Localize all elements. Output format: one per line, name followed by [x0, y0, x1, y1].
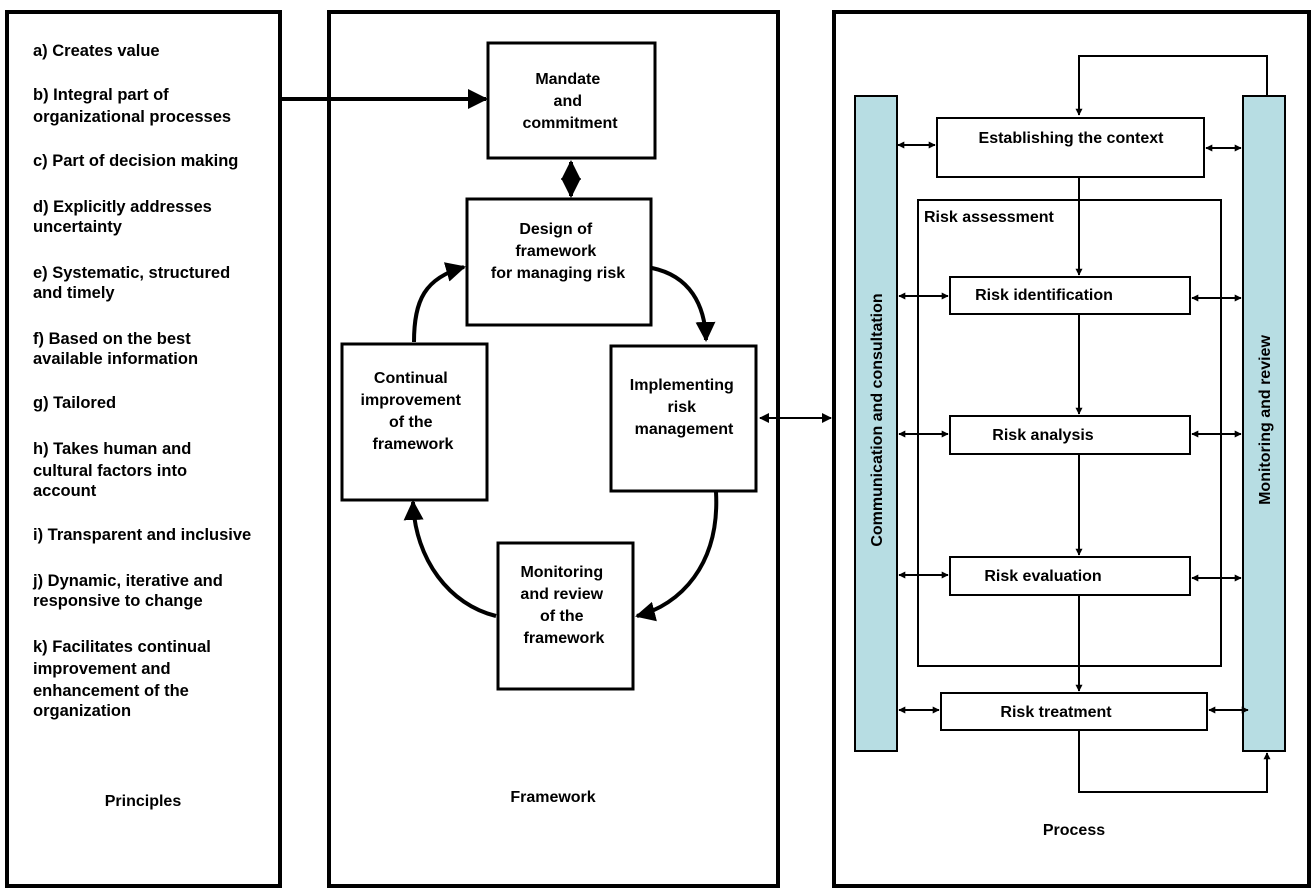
continual-line-3: of the — [389, 414, 433, 431]
monitoring-to-context-loop — [1075, 55, 1268, 116]
monitoring-framework-line-3: of the — [540, 608, 584, 625]
principle-d-line-2: uncertainty — [33, 218, 123, 236]
principle-g-line-1: g) Tailored — [33, 394, 116, 412]
principle-b-line-2: organizational processes — [33, 108, 231, 126]
design-label: Design of framework for managing risk — [491, 221, 625, 282]
continual-improvement-box — [340, 342, 489, 502]
principle-j-line-2: responsive to change — [33, 592, 203, 610]
analysis-box — [949, 415, 1191, 455]
mandate-line-3: commitment — [522, 115, 618, 132]
context-box — [936, 117, 1205, 178]
implementing-box — [609, 344, 758, 493]
principle-j-line-1: j) Dynamic, iterative and — [32, 572, 223, 590]
principles-title: Principles — [105, 793, 182, 810]
continual-improvement-label: Continual improvement of the framework — [361, 370, 466, 453]
principles-panel — [5, 10, 282, 888]
analysis-label: Risk analysis — [992, 427, 1094, 444]
principles-list: a) Creates value b) Integral part of org… — [32, 42, 256, 720]
principle-a-line-1: a) Creates value — [33, 42, 160, 60]
monitoring-framework-box — [496, 541, 635, 691]
mandate-line-1: Mandate — [535, 71, 600, 88]
monitoring-review-bar — [1242, 95, 1286, 752]
mandate-box — [486, 41, 657, 160]
principle-h-line-1: h) Takes human and — [33, 440, 191, 458]
treatment-box — [940, 692, 1208, 731]
monitoring-framework-line-4: framework — [524, 630, 605, 647]
identification-label: Risk identification — [975, 287, 1113, 304]
implementing-line-1: Implementing — [630, 377, 734, 394]
principle-d-line-1: d) Explicitly addresses — [33, 198, 212, 216]
monitoring-framework-line-1: Monitoring — [520, 564, 603, 581]
context-label: Establishing the context — [979, 130, 1165, 147]
design-line-2: framework — [515, 243, 596, 260]
design-line-3: for managing risk — [491, 265, 625, 282]
principle-f-line-1: f) Based on the best — [33, 330, 191, 348]
evaluation-box — [949, 556, 1191, 596]
principle-k-line-2: improvement and — [33, 660, 171, 678]
communication-consultation-label: Communication and consultation — [869, 293, 886, 546]
mandate-line-2: and — [554, 93, 582, 110]
implementing-label: Implementing risk management — [630, 377, 738, 438]
principle-f-line-2: available information — [33, 350, 198, 368]
treatment-label: Risk treatment — [1000, 704, 1112, 721]
principle-k-line-3: enhancement of the — [33, 682, 189, 700]
process-title: Process — [1043, 822, 1105, 839]
principle-h-line-2: cultural factors into — [33, 462, 187, 480]
principle-i-line-1: i) Transparent and inclusive — [33, 526, 251, 544]
principle-e-line-2: and timely — [33, 284, 115, 302]
design-to-implementing-arrow — [651, 266, 716, 342]
principle-k-line-1: k) Facilitates continual — [33, 638, 211, 656]
treatment-to-monitoring-loop — [1078, 731, 1271, 793]
risk-assessment-label: Risk assessment — [924, 209, 1055, 226]
monitoring-to-continual-arrow — [403, 500, 497, 618]
continual-to-design-arrow — [412, 262, 466, 343]
identification-box — [949, 276, 1191, 315]
principle-e-line-1: e) Systematic, structured — [33, 264, 230, 282]
implementing-line-2: risk — [668, 399, 697, 416]
principle-b-line-1: b) Integral part of — [33, 86, 169, 104]
continual-line-4: framework — [373, 436, 454, 453]
continual-line-1: Continual — [374, 370, 448, 387]
design-line-1: Design of — [519, 221, 593, 238]
implementing-to-monitoring-arrow — [635, 491, 719, 622]
implementing-line-3: management — [635, 421, 734, 438]
continual-line-2: improvement — [361, 392, 462, 409]
monitoring-framework-line-2: and review — [520, 586, 603, 603]
monitoring-framework-label: Monitoring and review of the framework — [520, 564, 607, 647]
design-box — [465, 197, 653, 327]
framework-title: Framework — [510, 789, 595, 806]
evaluation-label: Risk evaluation — [984, 568, 1101, 585]
monitoring-review-label: Monitoring and review — [1257, 335, 1274, 505]
communication-consultation-bar — [854, 95, 898, 752]
mandate-label: Mandate and commitment — [522, 71, 618, 132]
principle-c-line-1: c) Part of decision making — [33, 152, 238, 170]
principle-k-line-4: organization — [33, 702, 131, 720]
principle-h-line-3: account — [33, 482, 97, 500]
